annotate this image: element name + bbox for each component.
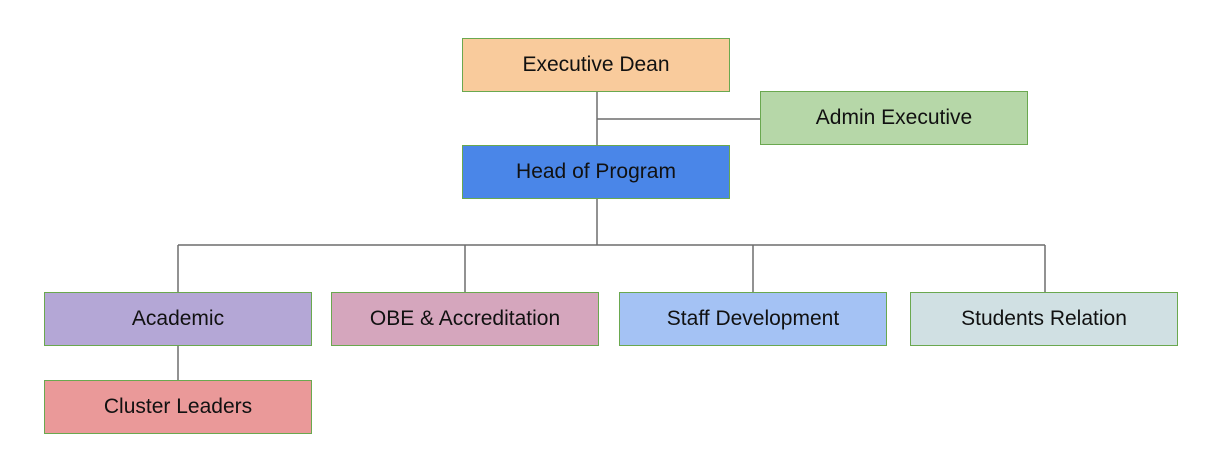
node-admin-executive: Admin Executive — [760, 91, 1028, 145]
node-label: Academic — [131, 307, 225, 330]
node-label: Admin Executive — [815, 106, 973, 129]
node-label: Cluster Leaders — [103, 395, 253, 418]
node-label: Students Relation — [961, 307, 1127, 330]
node-label: Staff Development — [666, 307, 840, 330]
node-label: OBE & Accreditation — [369, 307, 561, 330]
node-obe-accreditation: OBE & Accreditation — [331, 292, 599, 346]
node-students-relation: Students Relation — [910, 292, 1178, 346]
node-academic: Academic — [44, 292, 312, 346]
node-head-of-program: Head of Program — [462, 145, 730, 199]
node-staff-development: Staff Development — [619, 292, 887, 346]
node-label: Executive Dean — [522, 53, 670, 76]
node-label: Head of Program — [516, 160, 676, 183]
node-cluster-leaders: Cluster Leaders — [44, 380, 312, 434]
node-executive-dean: Executive Dean — [462, 38, 730, 92]
